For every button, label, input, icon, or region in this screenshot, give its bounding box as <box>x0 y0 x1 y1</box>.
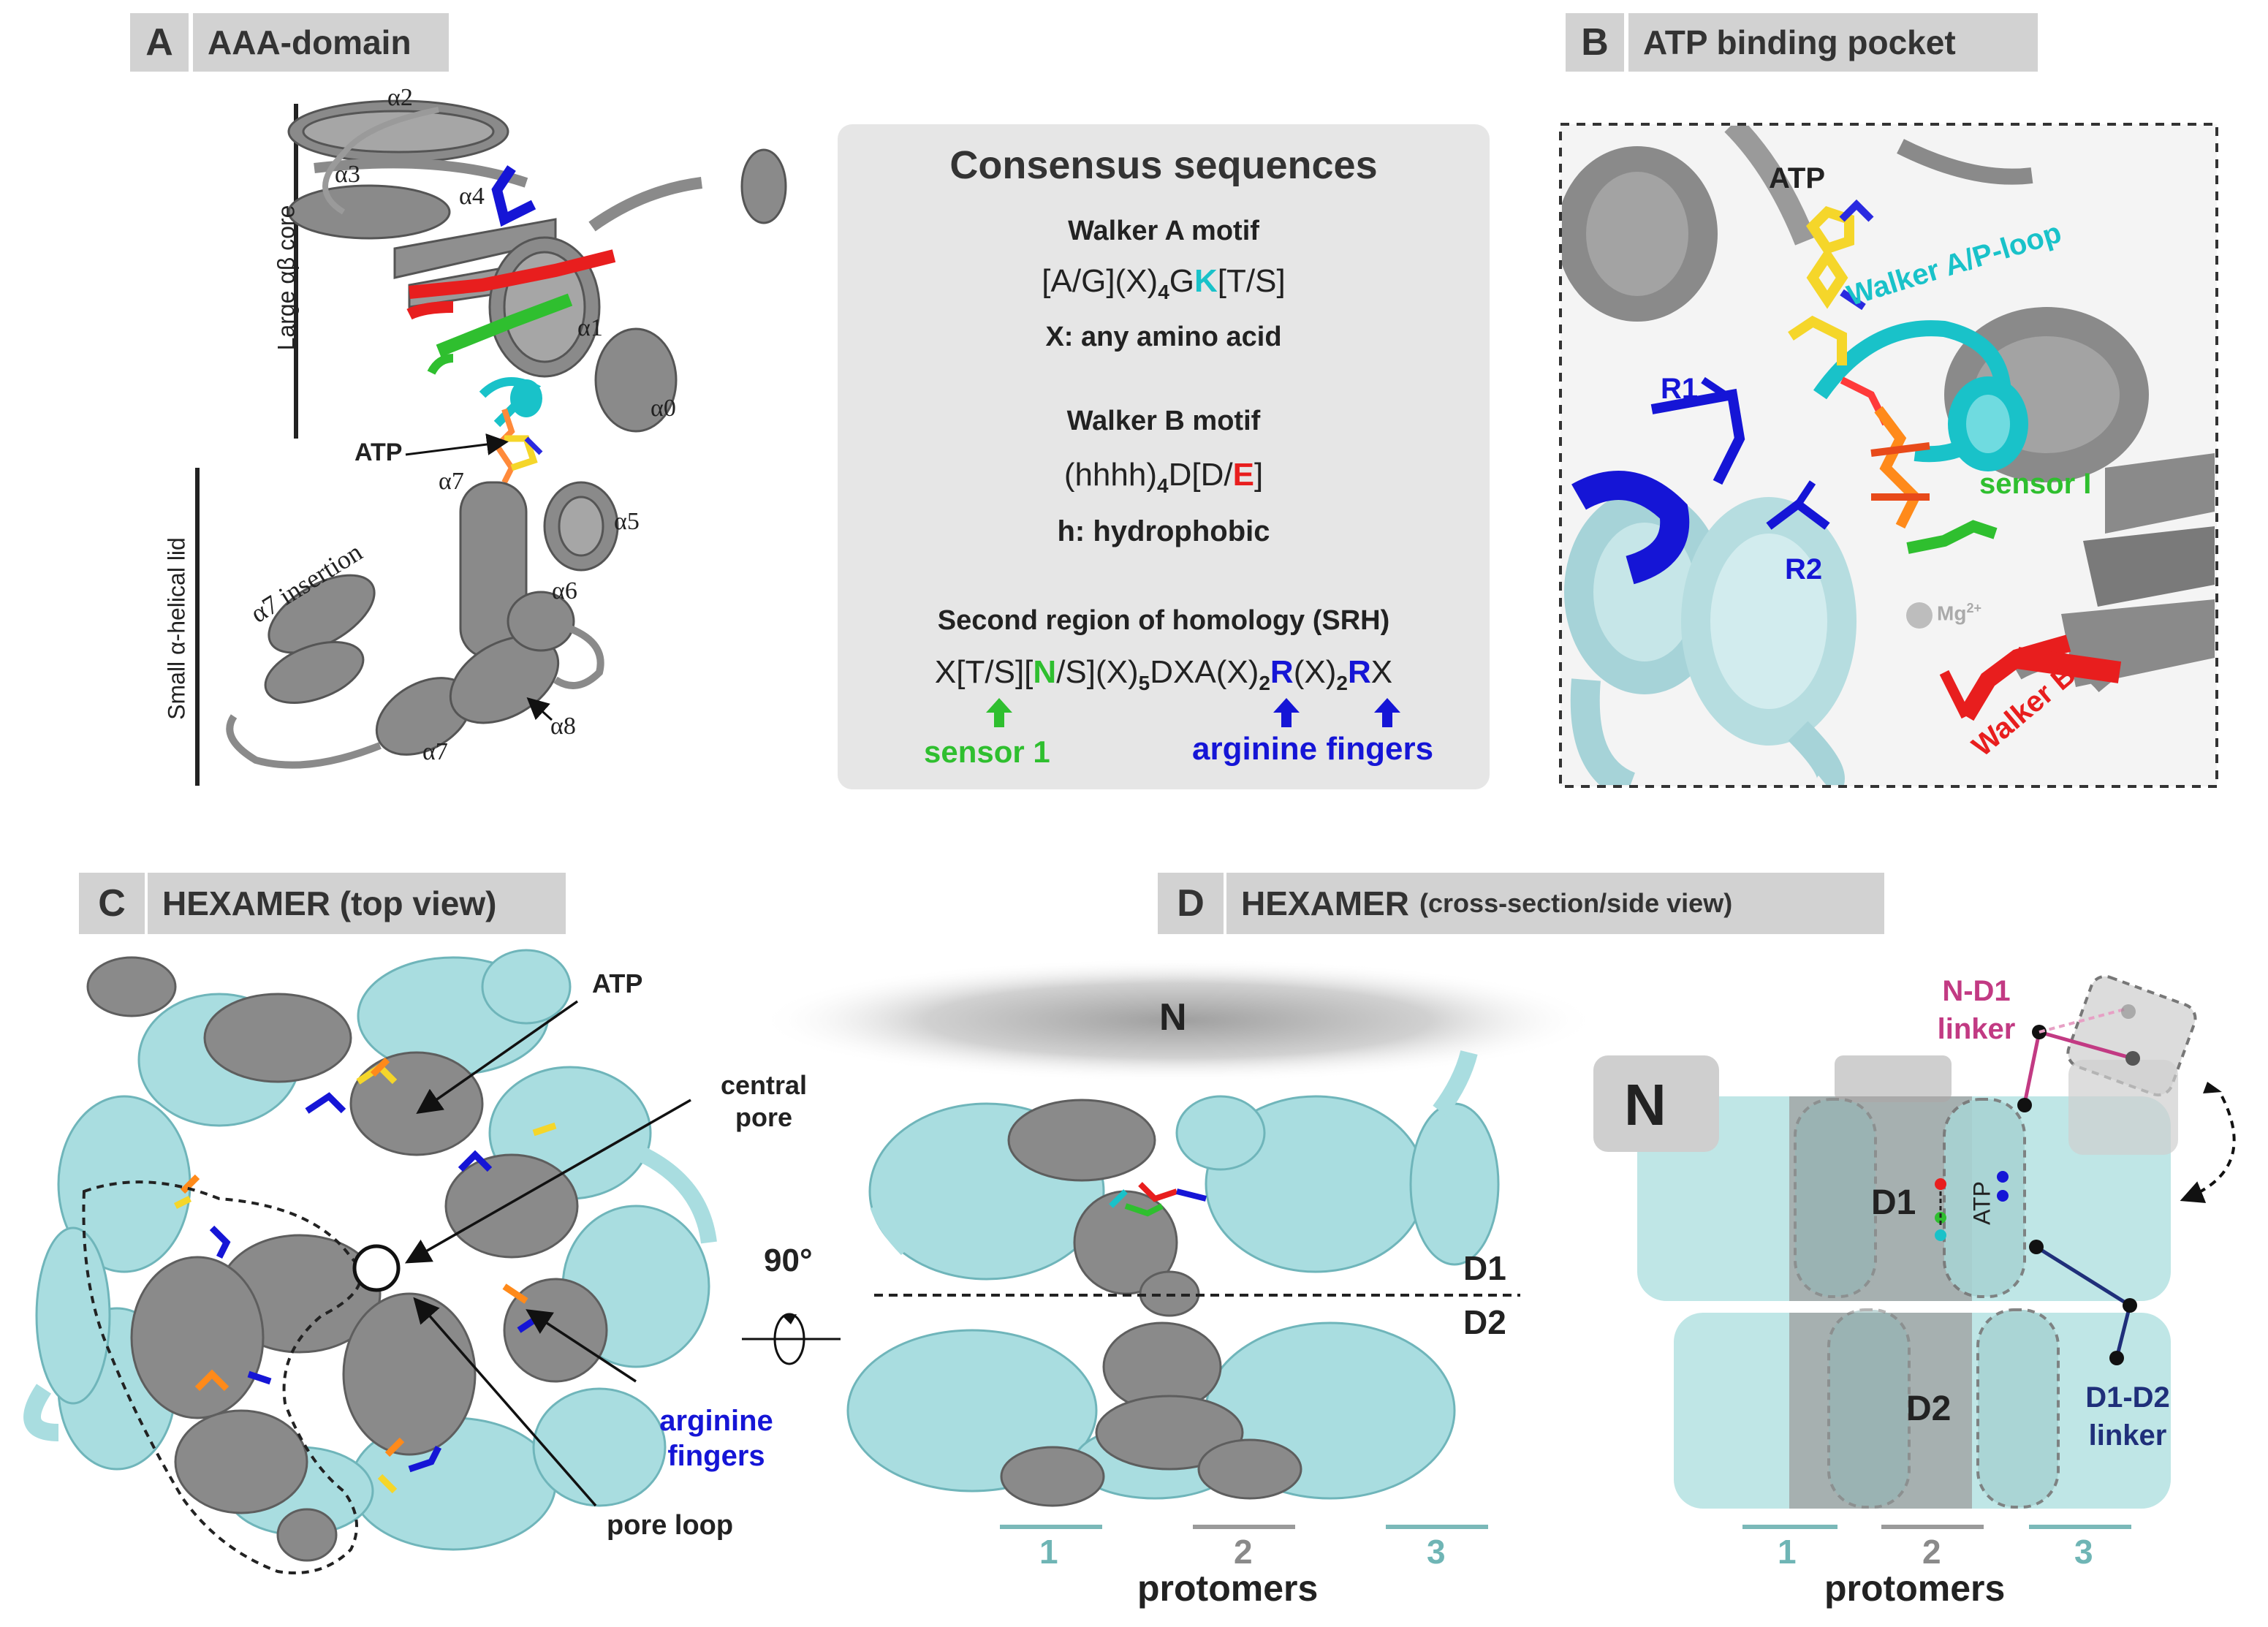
srh-sequence: X[T/S][N/S](X)5DXA(X)2R(X)2RX <box>934 654 1393 694</box>
hexamer-schematic <box>1593 974 2236 1529</box>
schematic-protomer-number-1: 1 <box>1778 1533 1797 1571</box>
panel-d-title: HEXAMER (cross-section/side view) <box>1226 873 1884 934</box>
schematic-d1-label: D1 <box>1871 1183 1916 1222</box>
d1-label: D1 <box>1463 1249 1506 1287</box>
hexamer-side-view <box>758 958 1598 1529</box>
n-d1-linker-label: N-D1 linker <box>1937 975 2016 1045</box>
lid-label: Small α-helical lid <box>163 537 190 720</box>
helix-label-a5: α5 <box>614 508 640 535</box>
walker-b-sequence: (hhhh)4D[D/E] <box>1063 457 1264 497</box>
schematic-n-label: N <box>1624 1072 1666 1137</box>
helix-label-a7-top: α7 <box>439 468 464 495</box>
panel-d-title-main: HEXAMER <box>1241 884 1410 922</box>
protomers-label-d: protomers <box>1137 1568 1319 1609</box>
central-pore-label: central pore <box>720 1070 808 1132</box>
helix-label-a2: α2 <box>387 84 413 111</box>
schematic-d2-label: D2 <box>1906 1389 1952 1428</box>
arginine-fingers-c-label: arginine fingers <box>659 1405 773 1472</box>
consensus-title: Consensus sequences <box>949 143 1378 187</box>
d1-d2-linker-label: D1-D2 linker <box>2085 1381 2170 1452</box>
arginine-fingers-label: arginine fingers <box>1192 731 1434 767</box>
walker-a-sequence: [A/G](X)4GK[T/S] <box>1042 263 1286 303</box>
panel-a-letter: A <box>130 13 189 72</box>
walker-a-title: Walker A motif <box>1068 216 1259 246</box>
n-label-top: N <box>1159 996 1187 1039</box>
protomers-label-schematic: protomers <box>1824 1568 2006 1609</box>
schematic-protomer-number-2: 2 <box>1922 1533 1941 1571</box>
rotation-icon <box>742 1313 841 1365</box>
atp-label-b: ATP <box>1769 162 1826 194</box>
srh-title: Second region of homology (SRH) <box>937 605 1390 636</box>
panel-c-letter: C <box>79 873 145 934</box>
walker-b-title: Walker B motif <box>1066 406 1261 436</box>
atp-label-a: ATP <box>354 439 403 466</box>
atp-label-c: ATP <box>592 968 643 998</box>
helix-label-a0: α0 <box>651 395 676 422</box>
hexamer-top-view <box>23 949 717 1574</box>
r1-label: R1 <box>1661 373 1699 405</box>
schematic-atp-label: ATP <box>1968 1181 1995 1225</box>
srh-arrows <box>986 698 1400 727</box>
panel-a-title: AAA-domain <box>193 13 449 72</box>
pore-loop-label: pore loop <box>607 1510 734 1541</box>
panel-d-letter: D <box>1158 873 1224 934</box>
protomer-number-3: 3 <box>1427 1533 1446 1571</box>
schematic-protomer-number-3: 3 <box>2074 1533 2093 1571</box>
walker-b-note: h: hydrophobic <box>1057 515 1270 547</box>
walker-a-note: X: any amino acid <box>1045 322 1282 352</box>
rotation-label: 90° <box>764 1243 813 1278</box>
helix-label-a7-bottom: α7 <box>422 738 448 765</box>
helix-label-a1: α1 <box>577 314 603 341</box>
aaa-domain-structure <box>195 99 787 786</box>
protomer-number-2: 2 <box>1234 1533 1253 1571</box>
mg-label: Mg2+ <box>1937 601 1981 625</box>
protomer-number-1: 1 <box>1039 1533 1058 1571</box>
panel-b-letter: B <box>1566 13 1624 72</box>
atp-binding-pocket <box>1559 123 2218 788</box>
helix-label-a3: α3 <box>335 161 360 188</box>
d2-label: D2 <box>1463 1303 1506 1341</box>
panel-c-title: HEXAMER (top view) <box>148 873 566 934</box>
helix-label-a6: α6 <box>552 577 577 604</box>
panel-b-title: ATP binding pocket <box>1628 13 2038 72</box>
core-label: Large αβ core <box>273 205 300 351</box>
panel-d-title-sub: (cross-section/side view) <box>1419 888 1733 918</box>
consensus-box: Consensus sequences Walker A motif [A/G]… <box>838 124 1490 789</box>
r2-label: R2 <box>1785 553 1823 585</box>
sensor-i-label: sensor I <box>1979 468 2092 500</box>
helix-label-a8: α8 <box>550 713 576 740</box>
sensor-1-label: sensor 1 <box>924 735 1050 769</box>
consensus-box-bg <box>838 124 1490 789</box>
helix-label-a4: α4 <box>459 183 485 210</box>
